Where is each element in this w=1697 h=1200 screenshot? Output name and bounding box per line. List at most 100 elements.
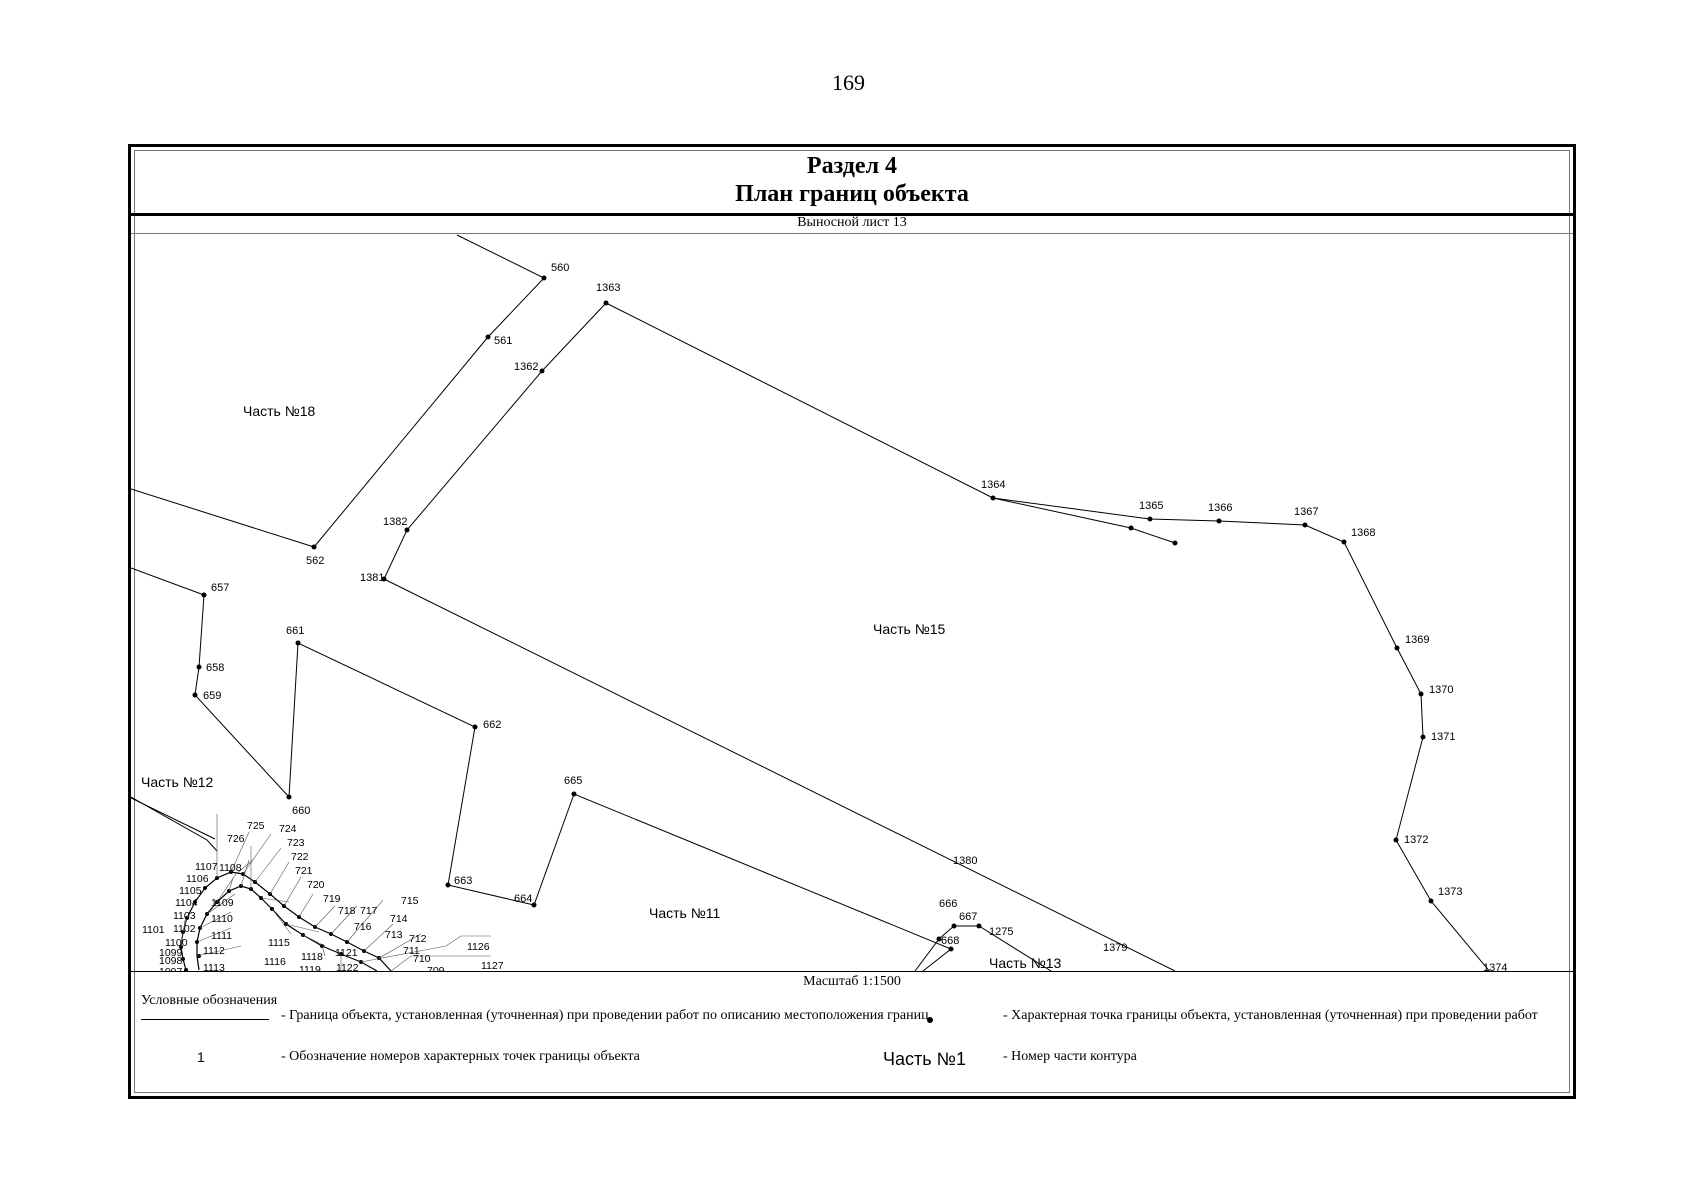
- boundary-lines: [131, 234, 1490, 971]
- point-label-1380: 1380: [953, 855, 977, 867]
- point-label-1373: 1373: [1438, 886, 1462, 898]
- legend-part-sample: Часть №1: [883, 1049, 966, 1069]
- point-label-1364: 1364: [981, 479, 1005, 491]
- plan-frame: Раздел 4 План границ объекта Выносной ли…: [128, 144, 1576, 1099]
- point-marker-668: [951, 923, 957, 929]
- point-label-560: 560: [551, 262, 569, 274]
- point-label-1100: 1100: [165, 937, 188, 949]
- point-label-725: 725: [247, 820, 265, 832]
- point-label-1374: 1374: [1483, 962, 1507, 971]
- point-label-658: 658: [206, 662, 224, 674]
- point-marker-1379: [1172, 540, 1178, 546]
- point-marker-1370: [1418, 691, 1424, 697]
- point-label-660: 660: [292, 805, 310, 817]
- point-label-1127: 1127: [481, 960, 504, 971]
- point-label-1368: 1368: [1351, 527, 1375, 539]
- point-labels: 560 561 562 1363 1362 1382 1381 1364 136…: [203, 262, 1507, 971]
- point-label-1122: 1122: [336, 962, 359, 971]
- point-marker-666: [936, 936, 942, 942]
- page-number: 169: [832, 70, 865, 95]
- point-label-720: 720: [307, 879, 325, 891]
- point-marker-561: [485, 334, 491, 340]
- point-label-1109: 1109: [211, 897, 234, 909]
- point-marker-1275: [976, 923, 982, 929]
- point-label-1119: 1119: [299, 964, 321, 971]
- legend-title: Условные обозначения: [141, 993, 278, 1008]
- point-marker-665: [571, 791, 577, 797]
- leader-lines: [180, 814, 491, 971]
- point-label-717: 717: [360, 905, 378, 917]
- point-label-1372: 1372: [1404, 834, 1428, 846]
- point-label-1371: 1371: [1431, 731, 1455, 743]
- point-label-1098: 1098: [159, 955, 183, 967]
- point-label-1112: 1112: [203, 945, 225, 957]
- point-marker-1367: [1302, 522, 1308, 528]
- point-label-1106: 1106: [186, 873, 209, 885]
- point-marker-1381: [381, 576, 387, 582]
- part-label-18: Часть №18: [243, 403, 316, 419]
- point-label-1105: 1105: [179, 885, 202, 897]
- point-label-714: 714: [390, 913, 408, 925]
- legend-boundary-line: [141, 1019, 269, 1020]
- point-label-1103: 1103: [173, 910, 196, 922]
- point-label-1362: 1362: [514, 361, 538, 373]
- point-marker-1382: [404, 527, 410, 533]
- point-marker-658: [196, 664, 202, 670]
- point-marker-1369: [1394, 645, 1400, 651]
- point-label-657: 657: [211, 582, 229, 594]
- point-marker-661: [295, 640, 301, 646]
- point-label-1102: 1102: [173, 923, 196, 935]
- point-marker-1380: [1128, 525, 1134, 531]
- part-label-11: Часть №11: [649, 905, 720, 921]
- point-label-661: 661: [286, 625, 304, 637]
- legend-part-text: - Номер части контура: [1003, 1049, 1137, 1064]
- point-label-1101: 1101: [142, 924, 165, 936]
- point-label-716: 716: [354, 921, 372, 933]
- point-label-1115: 1115: [268, 937, 290, 949]
- point-label-1107: 1107: [195, 861, 218, 873]
- point-label-1121: 1121: [335, 947, 358, 959]
- point-label-713: 713: [385, 929, 403, 941]
- point-marker-663: [445, 882, 451, 888]
- plan-title: План границ объекта: [735, 181, 969, 207]
- small-point-labels: 726 725 724 723 722 721 720 719 718 717 …: [142, 820, 504, 971]
- point-label-726: 726: [227, 833, 245, 845]
- point-label-709: 709: [427, 965, 445, 971]
- boundary-map: 560 561 562 1363 1362 1382 1381 1364 136…: [131, 234, 1507, 971]
- point-marker-1368: [1341, 539, 1347, 545]
- point-label-1116: 1116: [264, 956, 286, 968]
- point-marker-659: [192, 692, 198, 698]
- point-label-1363: 1363: [596, 282, 620, 294]
- part-label-12: Часть №12: [141, 774, 214, 790]
- point-marker-1365: [1147, 516, 1153, 522]
- point-label-723: 723: [287, 837, 305, 849]
- point-marker-560: [541, 275, 547, 281]
- point-marker-562: [311, 544, 317, 550]
- point-marker-1371: [1420, 734, 1426, 740]
- point-label-1382: 1382: [383, 516, 407, 528]
- point-label-561: 561: [494, 335, 512, 347]
- point-marker-664: [531, 902, 537, 908]
- point-label-1118: 1118: [301, 951, 323, 963]
- point-label-668: 668: [941, 935, 959, 947]
- point-label-1365: 1365: [1139, 500, 1163, 512]
- point-marker-662: [472, 724, 478, 730]
- plan-frame-inner: [134, 150, 1570, 1093]
- point-label-1110: 1110: [211, 913, 233, 925]
- point-label-1113: 1113: [203, 962, 225, 971]
- legend-number-sample: 1: [197, 1049, 205, 1065]
- point-label-1111: 1111: [211, 930, 232, 942]
- point-label-718: 718: [338, 905, 356, 917]
- point-label-724: 724: [279, 823, 297, 835]
- point-label-1367: 1367: [1294, 506, 1318, 518]
- point-label-1275: 1275: [989, 926, 1013, 938]
- legend-point-icon: [927, 1017, 933, 1023]
- point-label-721: 721: [295, 865, 313, 877]
- point-label-665: 665: [564, 775, 582, 787]
- point-label-710: 710: [413, 953, 431, 965]
- point-marker-660: [286, 794, 292, 800]
- point-marker-1366: [1216, 518, 1222, 524]
- legend-boundary-text: - Граница объекта, установленная (уточне…: [281, 1008, 929, 1023]
- point-label-562: 562: [306, 555, 324, 567]
- point-label-1108: 1108: [219, 862, 242, 874]
